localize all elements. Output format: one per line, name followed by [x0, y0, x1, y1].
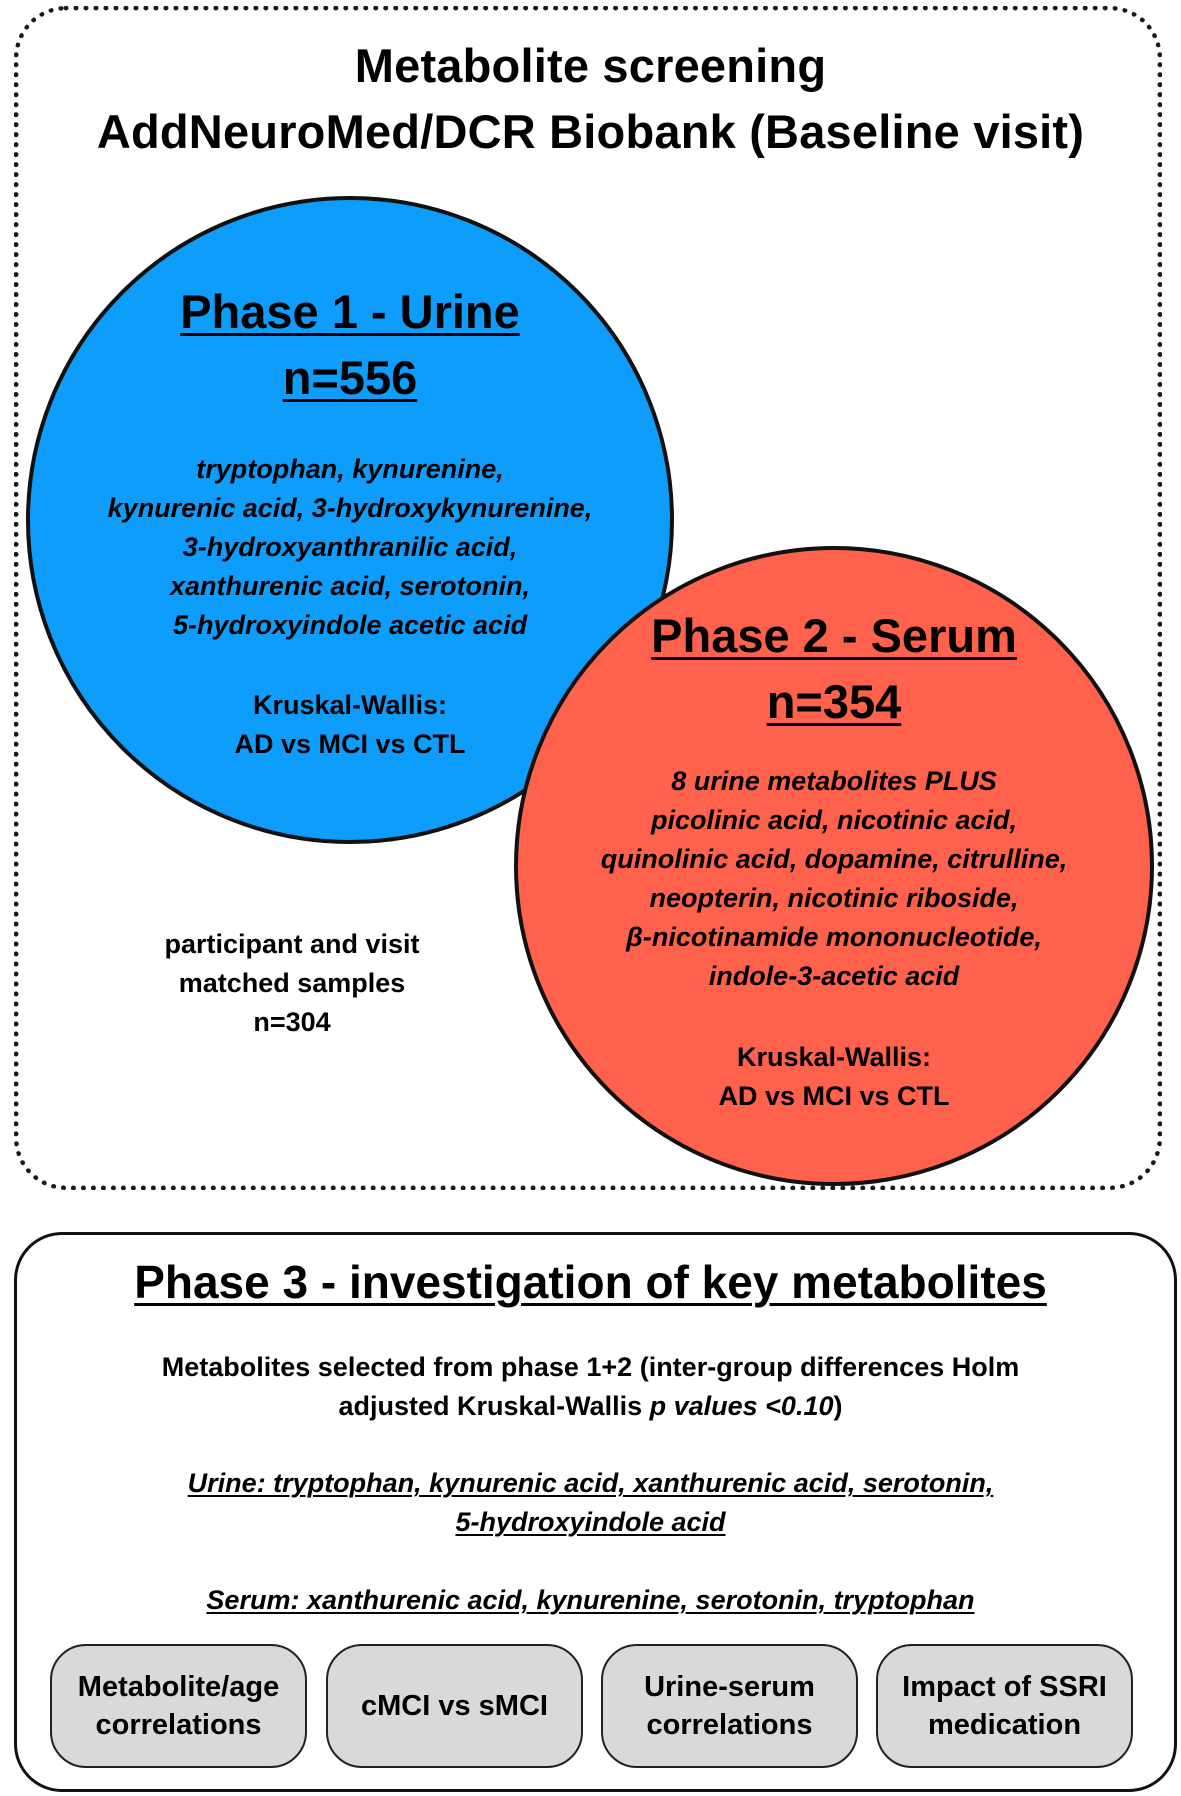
selection-text: )	[833, 1391, 843, 1421]
phase3-serum-metabolites: Serum: xanthurenic acid, kynurenine, ser…	[30, 1581, 1151, 1620]
phase3-selection-criteria: Metabolites selected from phase 1+2 (int…	[30, 1348, 1151, 1426]
phase1-metabolite-line: 5-hydroxyindole acetic acid	[172, 610, 528, 640]
phase1-metabolite-line: tryptophan, kynurenine,	[196, 454, 504, 484]
analysis-label: Urine-serum	[644, 1671, 815, 1703]
p-value-threshold: p values <0.10	[649, 1391, 834, 1421]
phase2-metabolite-line: indole-3-acetic acid	[708, 961, 960, 991]
phase1-count: n=556	[282, 351, 418, 404]
analysis-label: correlations	[95, 1709, 262, 1741]
phase1-metabolite-line: kynurenic acid, 3-hydroxykynurenine,	[107, 493, 593, 523]
analysis-box-ssri: Impact of SSRI medication	[876, 1644, 1133, 1768]
urine-line: 5-hydroxyindole acid	[455, 1507, 726, 1537]
phase2-test-name: Kruskal-Wallis:	[736, 1042, 932, 1072]
phase2-metabolite-list: 8 urine metabolites PLUS picolinic acid,…	[514, 762, 1154, 996]
phase2-title: Phase 2 - Serum	[651, 609, 1017, 662]
phase2-test: Kruskal-Wallis: AD vs MCI vs CTL	[514, 1038, 1154, 1116]
phase2-count: n=354	[766, 675, 902, 728]
phase1-metabolite-line: 3-hydroxyanthranilic acid,	[182, 532, 518, 562]
screening-title-line1: Metabolite screening	[354, 39, 827, 92]
phase1-test: Kruskal-Wallis: AD vs MCI vs CTL	[26, 686, 674, 764]
analysis-label: cMCI vs sMCI	[361, 1690, 548, 1722]
phase2-metabolite-line: quinolinic acid, dopamine, citrulline,	[600, 844, 1068, 874]
phase2-metabolite-line: picolinic acid, nicotinic acid,	[650, 805, 1018, 835]
phase1-metabolite-list: tryptophan, kynurenine, kynurenic acid, …	[26, 450, 674, 645]
phase3-title: Phase 3 - investigation of key metabolit…	[134, 1256, 1047, 1308]
analysis-box-urine-serum: Urine-serum correlations	[601, 1644, 858, 1768]
phase3-title-wrap: Phase 3 - investigation of key metabolit…	[30, 1250, 1151, 1314]
analysis-label: correlations	[646, 1709, 813, 1741]
urine-line: Urine: tryptophan, kynurenic acid, xanth…	[187, 1468, 994, 1498]
matched-line: participant and visit	[164, 929, 420, 959]
phase1-metabolite-line: xanthurenic acid, serotonin,	[169, 571, 531, 601]
phase1-test-groups: AD vs MCI vs CTL	[234, 729, 466, 759]
phase1-title: Phase 1 - Urine	[180, 285, 520, 338]
phase2-test-groups: AD vs MCI vs CTL	[718, 1081, 950, 1111]
matched-samples-note: participant and visit matched samples n=…	[112, 925, 472, 1042]
phase1-test-name: Kruskal-Wallis:	[252, 690, 448, 720]
phase2-metabolite-line: neopterin, nicotinic riboside,	[649, 883, 1019, 913]
phase2-metabolite-line: 8 urine metabolites PLUS	[671, 766, 997, 796]
analysis-label: Metabolite/age	[77, 1671, 280, 1703]
matched-line: matched samples	[178, 968, 406, 998]
selection-text: adjusted Kruskal-Wallis	[338, 1391, 650, 1421]
analysis-box-age-correlations: Metabolite/age correlations	[50, 1644, 307, 1768]
phase3-box	[14, 1232, 1177, 1792]
phase3-urine-metabolites: Urine: tryptophan, kynurenic acid, xanth…	[30, 1464, 1151, 1542]
matched-count: n=304	[253, 1007, 331, 1037]
analysis-label: medication	[927, 1709, 1082, 1741]
analysis-box-cmci-vs-smci: cMCI vs sMCI	[326, 1644, 583, 1768]
selection-line: Metabolites selected from phase 1+2 (int…	[161, 1352, 1020, 1382]
phase2-serum-circle	[514, 546, 1154, 1186]
serum-line: Serum: xanthurenic acid, kynurenine, ser…	[206, 1585, 975, 1615]
selection-line: adjusted Kruskal-Wallis p values <0.10)	[30, 1387, 1151, 1426]
analysis-label: Impact of SSRI	[902, 1671, 1107, 1703]
screening-title-line2: AddNeuroMed/DCR Biobank (Baseline visit)	[96, 105, 1085, 158]
screening-box	[14, 6, 1162, 1190]
phase2-metabolite-line: β-nicotinamide mononucleotide,	[626, 922, 1042, 952]
